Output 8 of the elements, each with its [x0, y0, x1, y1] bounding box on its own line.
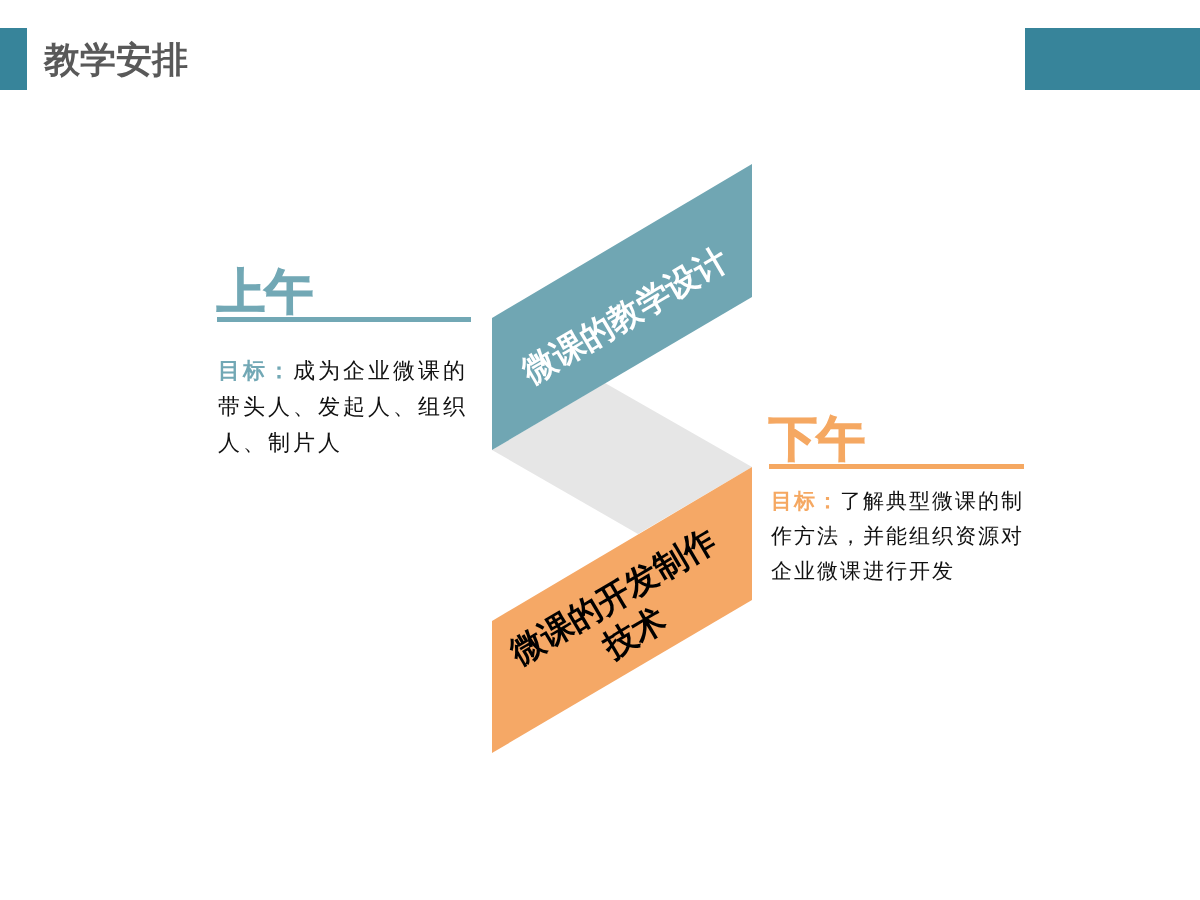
band-label: 微课的教学设计	[514, 239, 736, 393]
session-heading: 上午	[217, 267, 471, 322]
ribbon-band	[492, 467, 752, 753]
page-title: 教学安排	[44, 38, 188, 82]
band-label: 微课的开发制作技术	[502, 519, 724, 675]
goal-text: 目标：了解典型微课的制作方法，并能组织资源对企业微课进行开发	[771, 488, 1025, 585]
session-heading: 下午	[769, 414, 1024, 469]
goal-text: 目标：成为企业微课的带头人、发起人、组织人、制片人	[218, 357, 469, 457]
